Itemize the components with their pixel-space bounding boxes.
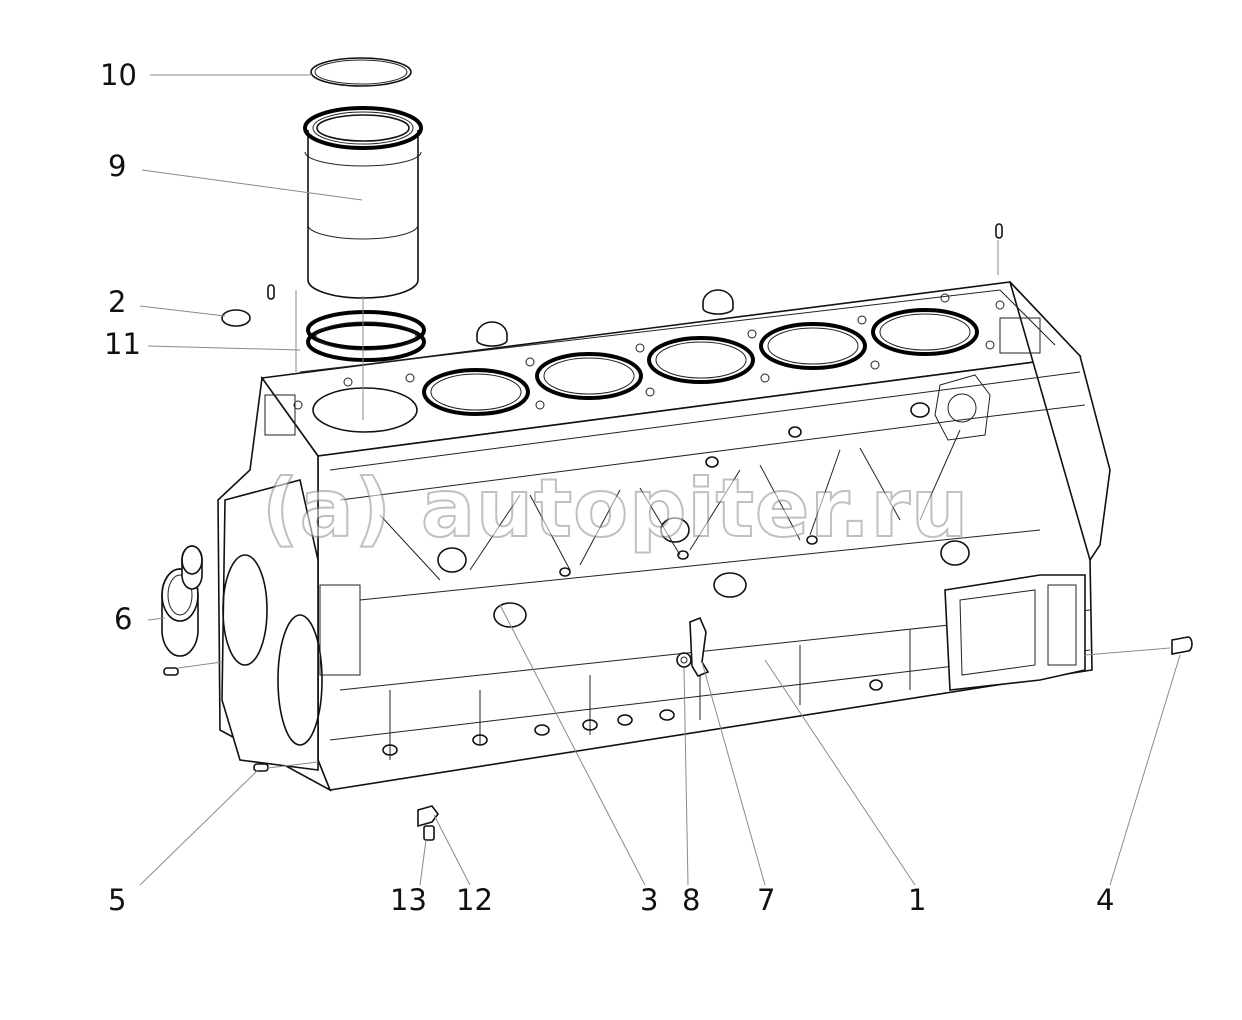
- callout-12: 12: [456, 883, 493, 917]
- callout-8: 8: [682, 883, 701, 917]
- expansion-plugs: [382, 402, 970, 756]
- small-plug: [221, 309, 251, 327]
- callout-13: 13: [390, 883, 427, 917]
- callout-1: 1: [908, 883, 927, 917]
- dowel-pin-top-left: [267, 284, 275, 300]
- callout-5: 5: [108, 883, 127, 917]
- callout-2: 2: [108, 285, 127, 319]
- seal-sleeves: [161, 545, 203, 657]
- callout-4: 4: [1096, 883, 1115, 917]
- fittings: [417, 616, 710, 841]
- dowel-pin-left: [163, 667, 179, 676]
- liner-o-rings: [306, 310, 426, 362]
- cylinder-bores: [293, 293, 1005, 433]
- callout-11: 11: [104, 327, 141, 361]
- callout-10: 10: [100, 58, 137, 92]
- callout-3: 3: [640, 883, 659, 917]
- liner-top-seal-ring: [310, 57, 412, 87]
- dowel-pin-top-right: [995, 223, 1003, 239]
- leader-lines: [139, 74, 1181, 886]
- callout-9: 9: [108, 149, 127, 183]
- top-plugs: [476, 289, 734, 347]
- watermark-text: (a) autopiter.ru: [261, 461, 970, 556]
- end-plug: [1171, 636, 1193, 655]
- dowel-pin-bottom: [253, 763, 269, 772]
- cylinder-liner: [303, 106, 423, 299]
- callout-6: 6: [114, 602, 133, 636]
- callout-7: 7: [757, 883, 776, 917]
